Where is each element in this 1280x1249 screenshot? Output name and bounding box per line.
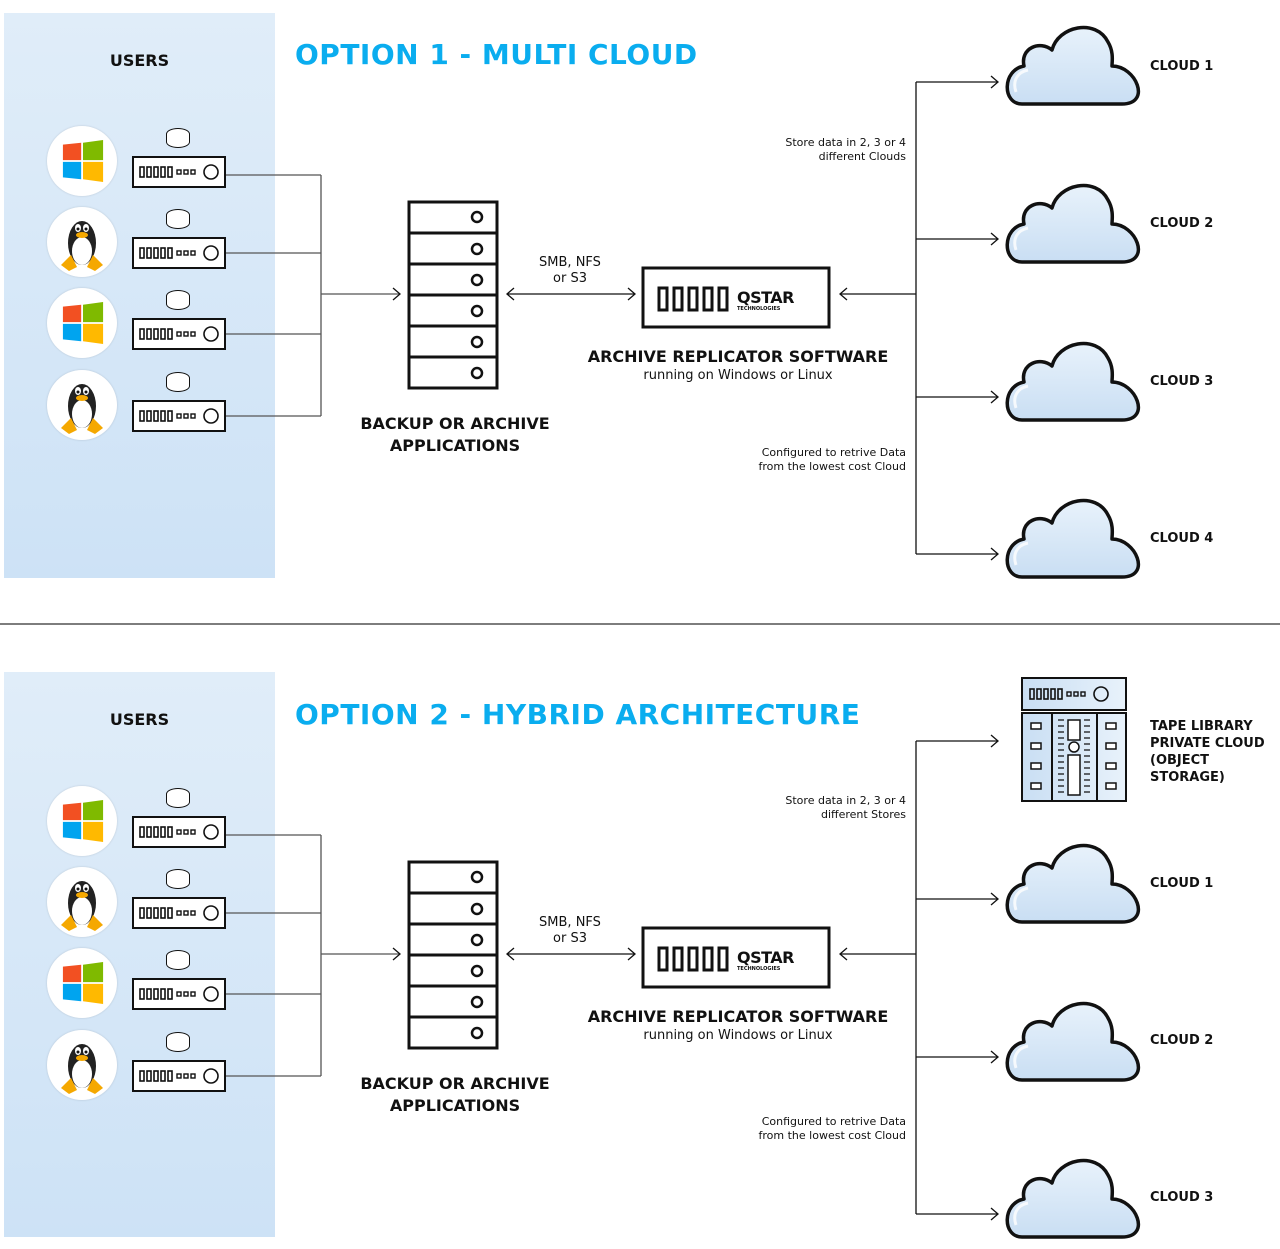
- connector-lines: [226, 25, 1141, 579]
- tape-library-label: TAPE LIBRARY PRIVATE CLOUD (OBJECT STORA…: [1150, 718, 1280, 786]
- backup-label-line1: BACKUP OR ARCHIVE: [360, 1074, 550, 1093]
- protocol-line1: SMB, NFS: [539, 915, 601, 930]
- windows-icon: [47, 288, 117, 358]
- qstar-logo: QSTAR: [737, 948, 795, 967]
- disk-icon: [166, 290, 190, 310]
- option-title: OPTION 1 - MULTI CLOUD: [295, 38, 698, 71]
- retrieve-note-line1: Configured to retrive Data: [761, 446, 906, 459]
- store-note-line1: Store data in 2, 3 or 4: [785, 136, 906, 149]
- tape-label-line2: PRIVATE CLOUD: [1150, 736, 1265, 751]
- cloud-label: CLOUD 3: [1150, 1190, 1214, 1205]
- backup-server-icon: [407, 200, 499, 390]
- retrieve-note-line1: Configured to retrive Data: [761, 1115, 906, 1128]
- cloud-icon: [1005, 183, 1141, 264]
- option1-section: USERS OPTION 1 - MULTI CLOUD: [0, 0, 1280, 600]
- protocol-line1: SMB, NFS: [539, 255, 601, 270]
- cloud-icon: [1005, 1001, 1141, 1082]
- option2-section: USERS OPTION 2 - HYBRID ARCHITECTURE: [0, 660, 1280, 1249]
- replicator-subtitle: running on Windows or Linux: [643, 368, 833, 383]
- backup-label: BACKUP OR ARCHIVE APPLICATIONS: [340, 413, 570, 457]
- protocol-label: SMB, NFS or S3: [520, 915, 620, 947]
- tape-label-line1: TAPE LIBRARY: [1150, 719, 1253, 734]
- backup-label-line2: APPLICATIONS: [389, 436, 521, 455]
- users-title: USERS: [109, 51, 170, 70]
- retrieve-note: Configured to retrive Data from the lowe…: [720, 446, 906, 474]
- cloud-icon: [1005, 843, 1141, 924]
- cloud-label: CLOUD 1: [1150, 59, 1214, 74]
- replicator-title: ARCHIVE REPLICATOR SOFTWARE: [587, 1007, 889, 1026]
- users-title: USERS: [109, 710, 170, 729]
- backup-label-line2: APPLICATIONS: [389, 1096, 521, 1115]
- tape-library-icon: [1021, 677, 1127, 802]
- cloud-label: CLOUD 2: [1150, 1033, 1214, 1048]
- backup-label: BACKUP OR ARCHIVE APPLICATIONS: [340, 1073, 570, 1117]
- linux-icon: [47, 370, 117, 440]
- connector-lines: [226, 677, 1141, 1239]
- windows-icon: [47, 786, 117, 856]
- windows-icon: [47, 126, 117, 196]
- disk-icon: [166, 372, 190, 392]
- cloud-icon: [1005, 341, 1141, 422]
- tape-label-line3: (OBJECT STORAGE): [1150, 753, 1225, 785]
- linux-icon: [47, 867, 117, 937]
- qstar-appliance-icon: [641, 266, 831, 329]
- retrieve-note-line2: from the lowest cost Cloud: [758, 460, 906, 473]
- store-note: Store data in 2, 3 or 4 different Stores: [740, 794, 906, 822]
- retrieve-note-line2: from the lowest cost Cloud: [758, 1129, 906, 1142]
- qstar-logo-sub: TECHNOLOGIES: [737, 966, 781, 972]
- nas-device-icon: [132, 978, 226, 1010]
- disk-icon: [166, 209, 190, 229]
- protocol-line2: or S3: [553, 931, 587, 946]
- cloud-icon: [1005, 498, 1141, 579]
- retrieve-note: Configured to retrive Data from the lowe…: [720, 1115, 906, 1143]
- cloud-icon: [1005, 25, 1141, 106]
- nas-device-icon: [132, 156, 226, 188]
- linux-icon: [47, 1030, 117, 1100]
- protocol-label: SMB, NFS or S3: [520, 255, 620, 287]
- nas-device-icon: [132, 237, 226, 269]
- cloud-label: CLOUD 4: [1150, 531, 1214, 546]
- replicator-title: ARCHIVE REPLICATOR SOFTWARE: [587, 347, 889, 366]
- disk-icon: [166, 950, 190, 970]
- disk-icon: [166, 128, 190, 148]
- option-title: OPTION 2 - HYBRID ARCHITECTURE: [295, 698, 861, 731]
- cloud-label: CLOUD 1: [1150, 876, 1214, 891]
- section-divider: [0, 623, 1280, 625]
- store-note-line2: different Stores: [820, 808, 906, 821]
- nas-device-icon: [132, 318, 226, 350]
- protocol-line2: or S3: [553, 271, 587, 286]
- replicator-subtitle: running on Windows or Linux: [643, 1028, 833, 1043]
- disk-icon: [166, 1032, 190, 1052]
- disk-icon: [166, 869, 190, 889]
- qstar-logo-sub: TECHNOLOGIES: [737, 306, 781, 312]
- backup-label-line1: BACKUP OR ARCHIVE: [360, 414, 550, 433]
- nas-device-icon: [132, 816, 226, 848]
- store-note-line1: Store data in 2, 3 or 4: [785, 794, 906, 807]
- nas-device-icon: [132, 897, 226, 929]
- windows-icon: [47, 948, 117, 1018]
- cloud-label: CLOUD 2: [1150, 216, 1214, 231]
- users-panel: USERS: [4, 13, 275, 578]
- nas-device-icon: [132, 400, 226, 432]
- cloud-label: CLOUD 3: [1150, 374, 1214, 389]
- backup-server-icon: [407, 860, 499, 1050]
- qstar-logo: QSTAR: [737, 288, 795, 307]
- nas-device-icon: [132, 1060, 226, 1092]
- users-panel: USERS: [4, 672, 275, 1237]
- qstar-appliance-icon: [641, 926, 831, 989]
- linux-icon: [47, 207, 117, 277]
- disk-icon: [166, 788, 190, 808]
- store-note: Store data in 2, 3 or 4 different Clouds: [740, 136, 906, 164]
- cloud-icon: [1005, 1158, 1141, 1239]
- store-note-line2: different Clouds: [818, 150, 906, 163]
